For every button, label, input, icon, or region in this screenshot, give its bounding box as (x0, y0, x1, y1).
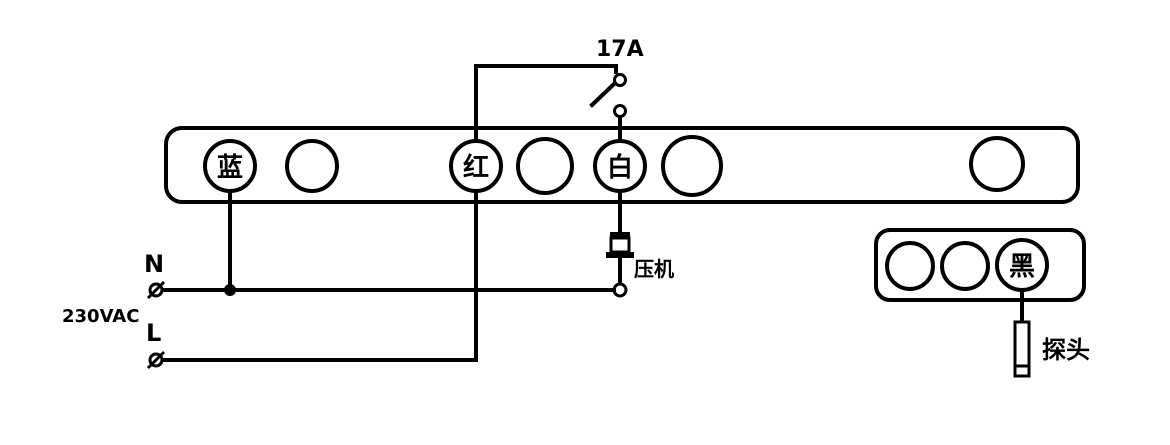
compressor: 压机 (606, 189, 674, 298)
main-terminal-1: 蓝 (203, 139, 257, 193)
compressor-label: 压机 (634, 257, 674, 281)
probe-terminal-1 (885, 241, 935, 291)
line-label: L (146, 319, 161, 347)
supply-voltage-label: 230VAC (62, 306, 139, 327)
relay-contact: 17A (474, 37, 644, 142)
probe-terminal-3-label: 黑 (1009, 252, 1035, 282)
line-wire: L (146, 189, 478, 370)
neutral-label: N (144, 250, 164, 278)
probe-terminal-3: 黑 (995, 238, 1049, 292)
probe-label: 探头 (1042, 336, 1090, 364)
main-terminal-6 (661, 135, 723, 197)
main-terminal-5: 白 (593, 139, 647, 193)
main-terminal-4 (516, 137, 574, 195)
probe-sensor: 探头 (1013, 288, 1090, 378)
relay-rating-label: 17A (596, 37, 644, 62)
main-terminal-5-label: 白 (607, 152, 633, 183)
main-terminal-7 (969, 136, 1025, 192)
neutral-wire: N (144, 189, 616, 300)
main-terminal-2 (285, 139, 339, 193)
probe-terminal-2 (940, 241, 990, 291)
main-terminal-3-label: 红 (463, 152, 489, 183)
main-terminal-1-label: 蓝 (217, 153, 243, 183)
main-terminal-3: 红 (449, 139, 503, 193)
